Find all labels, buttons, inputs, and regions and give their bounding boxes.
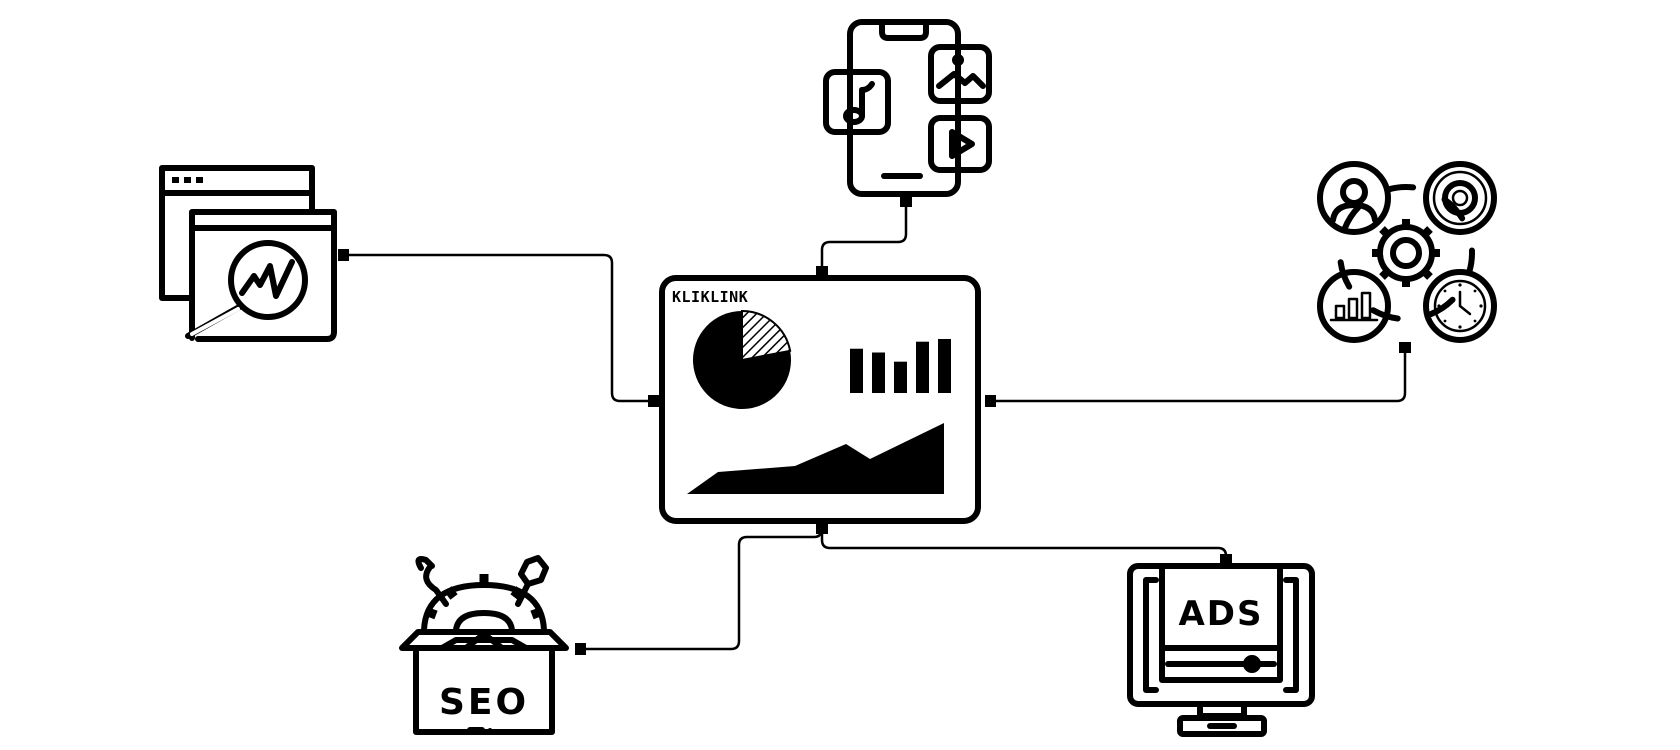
user-icon — [1317, 161, 1391, 235]
ads-monitor-icon: ADS — [1127, 563, 1315, 737]
connector-plugs — [338, 196, 1411, 655]
wire-analytics-dashboard — [345, 253, 650, 403]
play-tile — [928, 115, 992, 173]
trend-line — [239, 259, 295, 299]
analytics-windows-icon — [159, 165, 337, 342]
magnifier-handle-inner — [190, 307, 240, 336]
plug-dashboard-bottom — [816, 523, 828, 534]
magnifier-lens — [228, 240, 308, 320]
plug-mobile — [900, 196, 912, 207]
area-chart — [687, 423, 944, 494]
box-lid-center — [463, 631, 505, 651]
tablet-frame — [659, 275, 981, 524]
connector-wires — [345, 204, 1407, 651]
window-dot — [196, 177, 203, 183]
pie-slice-hatched — [741, 309, 792, 362]
monitor-right-bracket — [1283, 577, 1299, 693]
bar-chart — [850, 339, 951, 393]
mobile-media-icon — [823, 19, 992, 197]
image-mountains-icon — [936, 71, 986, 89]
seo-toolbox-icon: SEO — [399, 555, 569, 735]
plug-dashboard-top — [816, 266, 828, 277]
bar — [938, 339, 951, 393]
seo-label: SEO — [439, 682, 529, 723]
seo-gear-icon — [421, 574, 547, 633]
plug-dashboard-left — [648, 395, 659, 407]
pencil-icon — [515, 555, 549, 607]
plug-dashboard-right — [985, 395, 996, 407]
pie-chart — [693, 309, 792, 409]
plug-network — [1399, 342, 1411, 353]
monitor-base — [1177, 715, 1267, 737]
back-window — [159, 165, 315, 301]
bar — [872, 352, 885, 393]
image-sun-icon — [952, 54, 964, 66]
bar — [916, 341, 929, 393]
bar — [894, 361, 907, 393]
phone-notch — [879, 21, 929, 41]
dashboard-tablet: KLIKLINK — [659, 275, 981, 524]
plug-ads — [1220, 554, 1232, 565]
bar-chart-icon — [1317, 269, 1391, 343]
ad-window — [1159, 563, 1283, 683]
network-ring — [1337, 184, 1475, 322]
wire-mobile-dashboard — [820, 204, 908, 268]
music-note-flag — [859, 81, 875, 93]
monitor-left-bracket — [1143, 577, 1159, 693]
wire-dashboard-ads — [820, 532, 1228, 558]
window-dot — [184, 177, 191, 183]
plug-seo — [575, 643, 586, 655]
wire-dashboard-seo — [585, 526, 824, 651]
target-icon — [1423, 161, 1497, 235]
monitor-body — [1127, 563, 1315, 707]
music-note-head — [843, 107, 865, 125]
image-tile — [928, 44, 992, 104]
gear-icon — [1372, 219, 1440, 287]
box-bottom-dot — [488, 728, 492, 732]
settings-network-icon — [1317, 161, 1497, 343]
window-dot — [172, 177, 179, 183]
play-icon — [949, 129, 975, 159]
ad-progress-knob — [1243, 655, 1261, 673]
clock-icon — [1423, 269, 1497, 343]
music-tile — [823, 69, 891, 135]
front-window — [189, 209, 337, 342]
ads-label: ADS — [1178, 594, 1263, 634]
wrench-icon — [415, 556, 449, 607]
brand-label: KLIKLINK — [672, 288, 748, 306]
plug-analytics — [338, 249, 349, 261]
bar — [850, 348, 863, 393]
wire-dashboard-network — [994, 352, 1407, 403]
